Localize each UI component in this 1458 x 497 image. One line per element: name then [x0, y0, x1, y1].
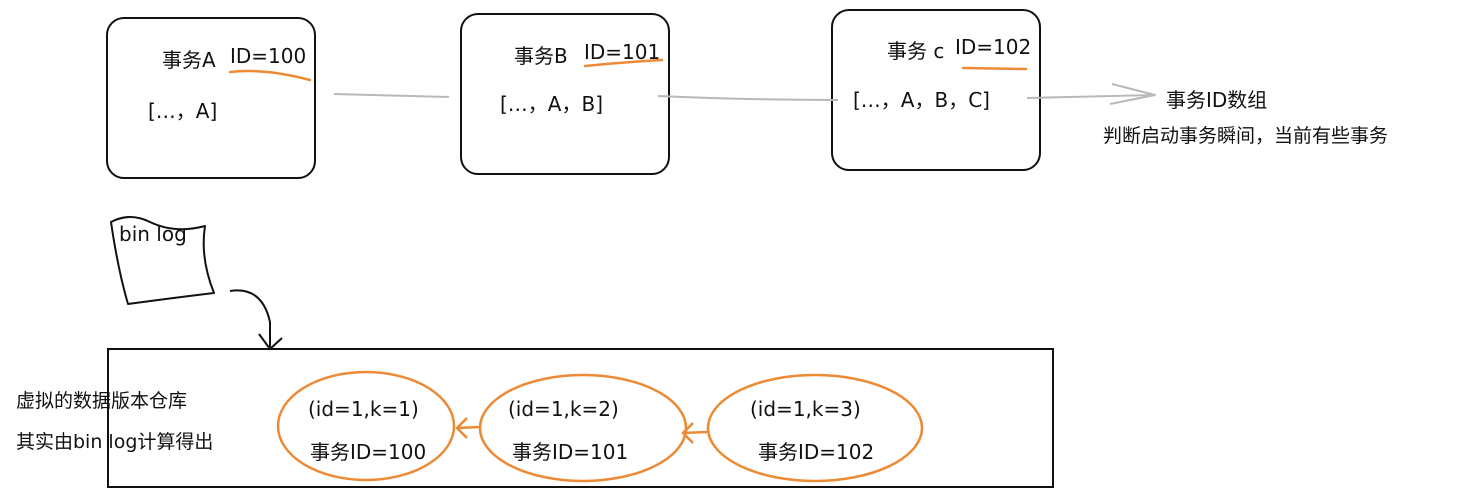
transaction-b-title: 事务B — [514, 44, 568, 68]
binlog-label: bin log — [119, 222, 187, 246]
version-store-label-line1: 虚拟的数据版本仓库 — [16, 390, 188, 412]
version-2-row: (id=1,k=2) — [508, 397, 619, 421]
version-3-trx: 事务ID=102 — [758, 440, 875, 464]
version-1-trx: 事务ID=100 — [310, 440, 427, 464]
transaction-box-b: 事务B ID=101 […，A，B] — [460, 13, 670, 175]
transaction-a-title: 事务A — [162, 48, 216, 72]
connector-a-b — [333, 93, 450, 98]
version-1-row: (id=1,k=1) — [308, 397, 419, 421]
transaction-c-title: 事务 c — [887, 39, 945, 63]
connector-c-array — [1026, 94, 1154, 99]
binlog-to-store-arrowhead — [258, 333, 283, 351]
array-label-title: 事务ID数组 — [1166, 88, 1268, 112]
array-label-subtitle: 判断启动事务瞬间，当前有些事务 — [1103, 125, 1389, 147]
version-3-row: (id=1,k=3) — [750, 397, 861, 421]
transaction-c-array: […，A，B，C] — [853, 88, 990, 112]
version-2-trx: 事务ID=101 — [512, 440, 629, 464]
version-store-box — [107, 348, 1054, 488]
transaction-b-id: ID=101 — [584, 40, 661, 64]
transaction-b-array: […，A，B] — [500, 92, 604, 116]
transaction-box-a: 事务A ID=100 […，A] — [106, 17, 316, 179]
binlog-to-store-arrow — [229, 289, 271, 347]
transaction-c-id: ID=102 — [955, 35, 1032, 59]
transaction-a-array: […，A] — [148, 99, 218, 123]
connector-arrowhead — [1109, 83, 1156, 105]
connector-b-c — [657, 95, 839, 101]
transaction-box-c: 事务 c ID=102 […，A，B，C] — [831, 9, 1041, 171]
transaction-a-id: ID=100 — [230, 44, 307, 68]
version-store-label-line2: 其实由bin log计算得出 — [16, 431, 214, 453]
